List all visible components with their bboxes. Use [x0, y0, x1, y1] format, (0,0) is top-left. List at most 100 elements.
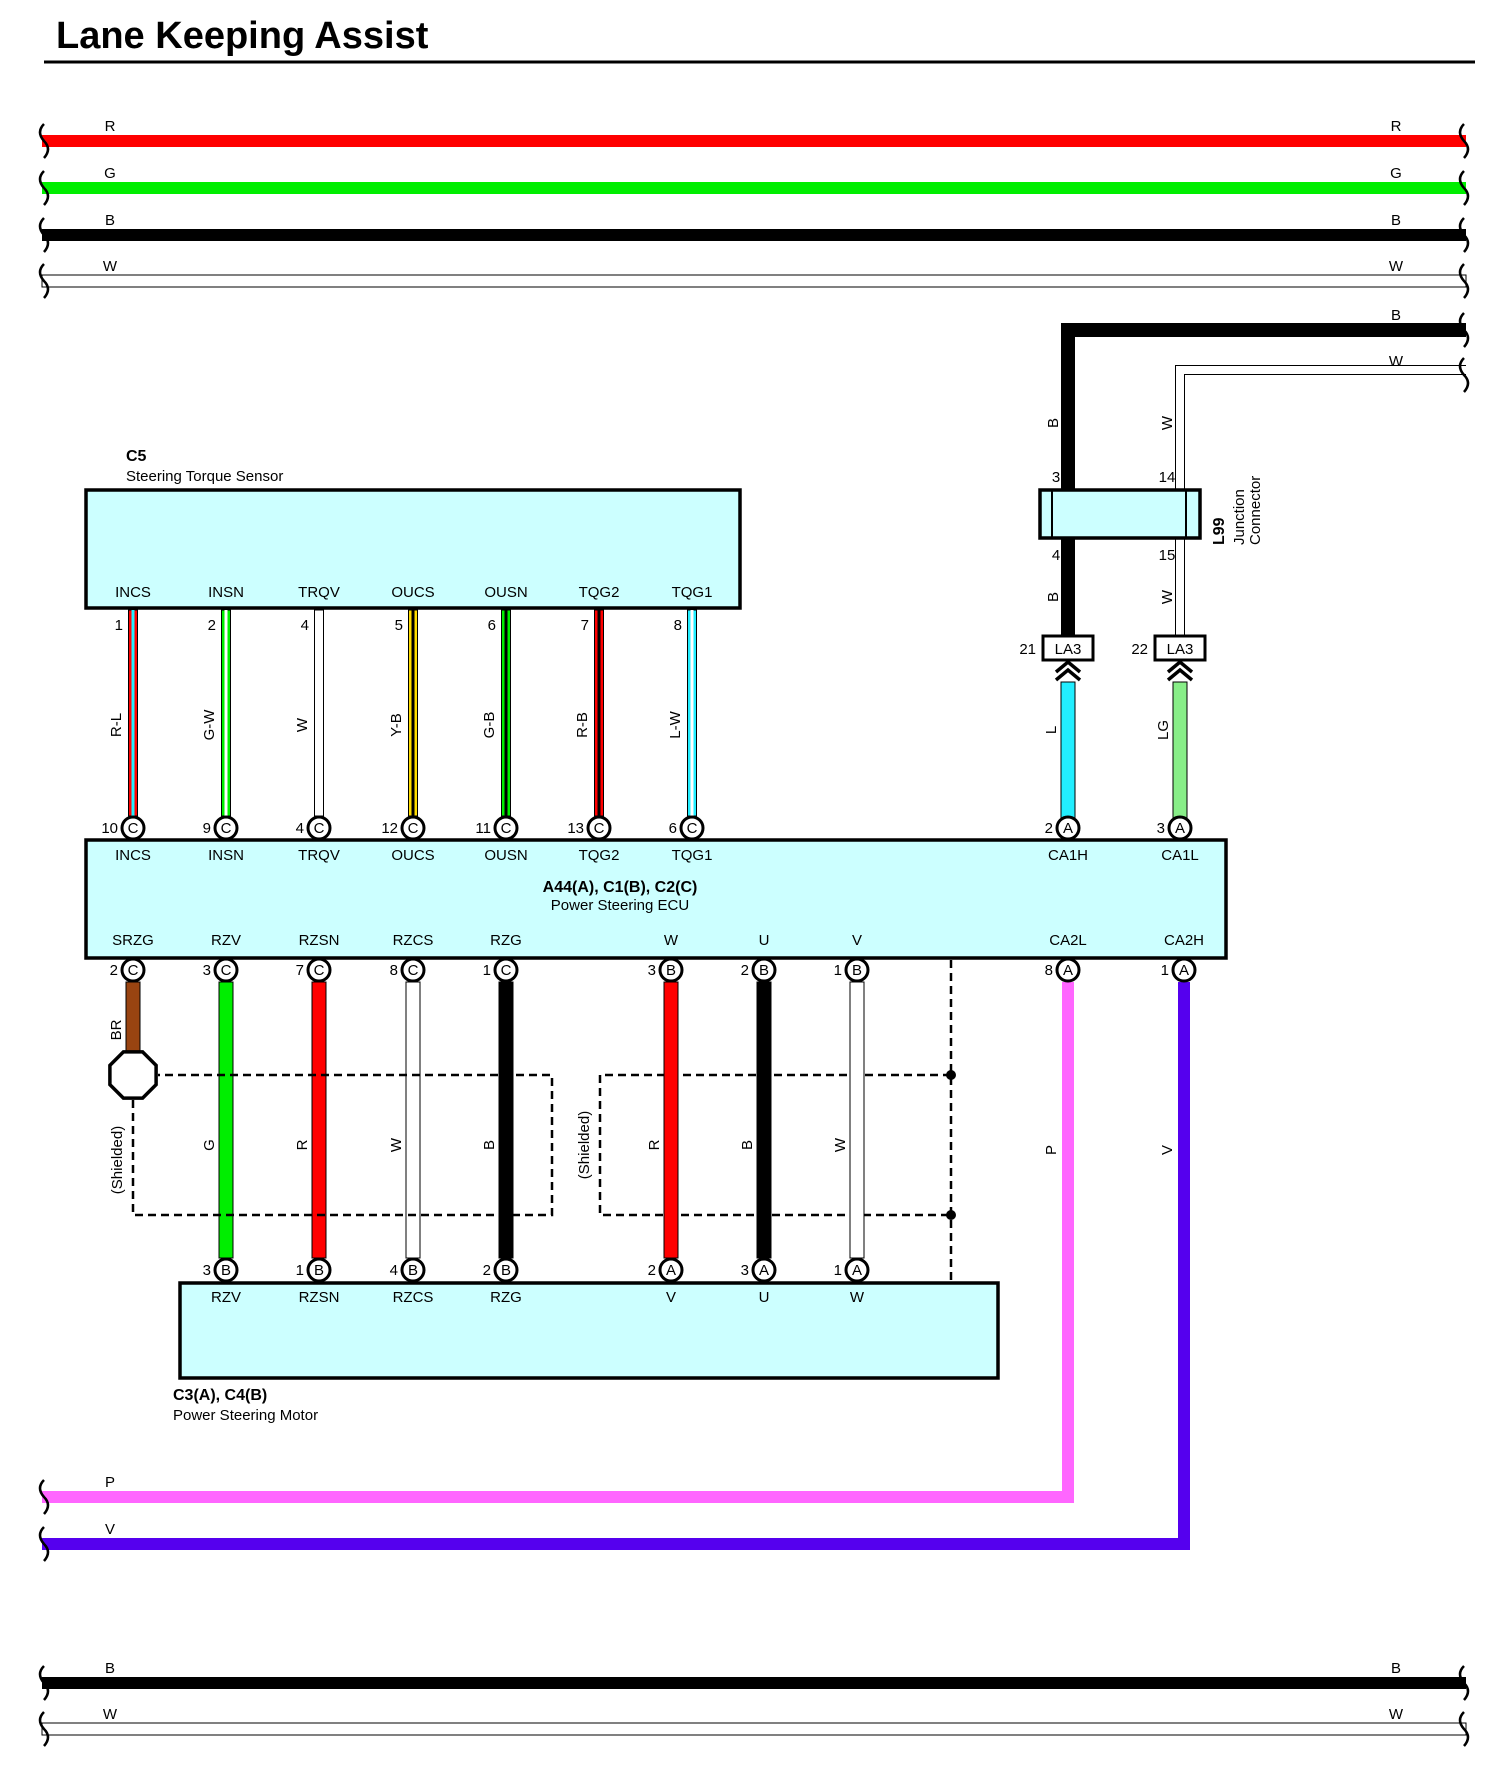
wire-B: [1061, 323, 1466, 490]
break-mark: [38, 217, 50, 253]
wire-stripe-R-L: [131, 610, 135, 816]
shield-ground-icon: [108, 1050, 158, 1100]
signal-label: RZSN: [299, 1289, 340, 1306]
break-mark: [1458, 123, 1470, 159]
signal-label: RZG: [490, 932, 522, 949]
wire-label: W: [1159, 589, 1176, 604]
signal-label: TQG2: [579, 847, 620, 864]
pin-circle: [400, 957, 426, 983]
pin-number: 6: [669, 820, 677, 837]
bus-label: B: [1391, 307, 1401, 324]
chevron: [1054, 659, 1082, 674]
pin-number: 3: [203, 1262, 211, 1279]
pin-letter: A: [852, 1262, 862, 1279]
pin-number: 8: [674, 617, 682, 634]
pin-number: 1: [1161, 962, 1169, 979]
pin-circle: [658, 1257, 684, 1283]
pin-letter: C: [501, 962, 512, 979]
pin-letter: C: [594, 820, 605, 837]
pin-letter: A: [1063, 820, 1073, 837]
pin-number: 10: [101, 820, 118, 837]
signal-label: TRQV: [298, 847, 340, 864]
signal-label: OUCS: [391, 847, 434, 864]
pin-circle: [658, 957, 684, 983]
signal-label: TQG1: [672, 847, 713, 864]
pin-number: 2: [483, 1262, 491, 1279]
pin-letter: B: [501, 1262, 511, 1279]
pin-circle: [306, 1257, 332, 1283]
pin-circle: [1171, 957, 1197, 983]
ecu-box: [84, 838, 1228, 960]
bus-label: B: [1391, 1660, 1401, 1677]
signal-label: TQG2: [579, 584, 620, 601]
bus-label: W: [103, 1706, 118, 1723]
signal-label: W: [664, 932, 679, 949]
pin-number: 13: [567, 820, 584, 837]
component-id: A44(A), C1(B), C2(C): [543, 879, 698, 896]
signal-label: RZCS: [393, 932, 434, 949]
signal-label: V: [852, 932, 862, 949]
pin-number: 2: [208, 617, 216, 634]
break-mark: [1458, 263, 1470, 299]
wire-W: [314, 609, 324, 817]
pin-letter: B: [759, 962, 769, 979]
la3-connector: [1041, 634, 1095, 662]
pin-circle: [493, 1257, 519, 1283]
wire-LG: [1172, 681, 1188, 829]
pin-circle: [844, 1257, 870, 1283]
bus-label: G: [104, 165, 116, 182]
bus-label: B: [105, 1660, 115, 1677]
pin-circle: [493, 957, 519, 983]
la3-label: LA3: [1167, 641, 1194, 658]
bus-label: W: [1389, 258, 1404, 275]
pin-letter: C: [221, 820, 232, 837]
signal-label: RZCS: [393, 1289, 434, 1306]
pin-number: 1: [296, 1262, 304, 1279]
pin-letter: C: [314, 962, 325, 979]
break-mark: [38, 263, 50, 299]
wire-label: B: [1045, 592, 1062, 602]
signal-label: OUSN: [484, 847, 527, 864]
pin-number: 4: [301, 617, 309, 634]
pin-circle: [213, 1257, 239, 1283]
la3-pin: 22: [1131, 641, 1148, 658]
pin-circle: [120, 815, 146, 841]
bus-label: R: [1391, 118, 1402, 135]
pin-number: 2: [648, 1262, 656, 1279]
signal-label: U: [759, 1289, 770, 1306]
bus-label: W: [103, 258, 118, 275]
break-mark: [38, 1665, 50, 1701]
pin-number: 7: [581, 617, 589, 634]
break-mark: [38, 170, 50, 206]
pin-number: 4: [296, 820, 304, 837]
wire-label: W: [388, 1137, 405, 1152]
pin-number: 7: [296, 962, 304, 979]
break-mark: [38, 123, 50, 159]
break-mark: [1458, 217, 1470, 253]
pin-circle: [213, 815, 239, 841]
signal-label: RZSN: [299, 932, 340, 949]
signal-label: RZV: [211, 1289, 241, 1306]
pin-circle: [1055, 815, 1081, 841]
pin-number: 3: [203, 962, 211, 979]
components: [84, 488, 1228, 1380]
wire-label: W: [294, 717, 311, 732]
bus-label: W: [1389, 1706, 1404, 1723]
break-mark: [1458, 357, 1470, 393]
wire-stripe-R-B: [597, 610, 601, 816]
pin-letter: C: [314, 820, 325, 837]
junction-id: L99: [1211, 517, 1228, 545]
pin-letter: A: [1063, 962, 1073, 979]
wire-label: G-B: [481, 712, 498, 739]
component-name: Power Steering ECU: [551, 897, 689, 914]
pin-circle: [213, 957, 239, 983]
signal-label: CA1L: [1161, 847, 1199, 864]
wire-label: G-W: [201, 709, 218, 741]
bus-B: [42, 229, 1466, 241]
junction-pin: 15: [1159, 547, 1176, 564]
junction-name: Connector: [1247, 476, 1264, 545]
junction-dot: [946, 1070, 956, 1080]
pin-number: 6: [488, 617, 496, 634]
pin-number: 2: [110, 962, 118, 979]
